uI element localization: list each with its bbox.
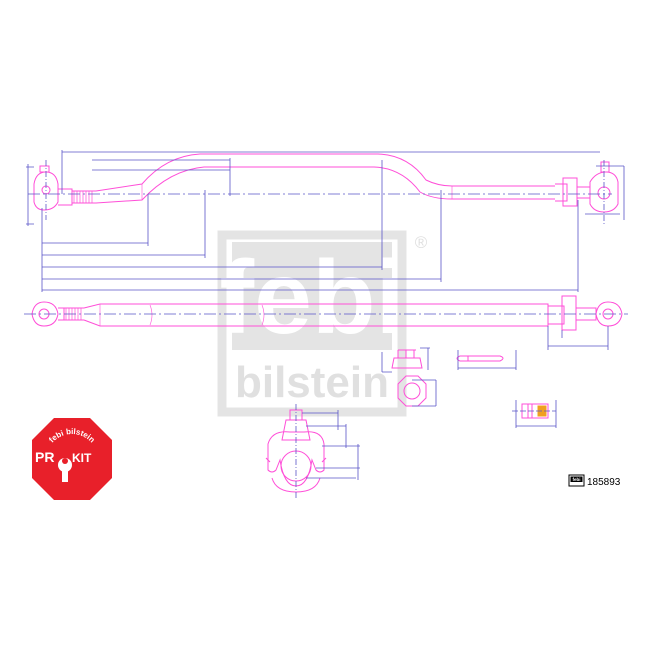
watermark-brand-bottom: bilstein — [235, 358, 389, 407]
cotter-pin-detail — [456, 355, 504, 362]
side-view-dimensions — [24, 313, 628, 350]
part-number-text: 185893 — [587, 477, 621, 488]
watermark-registered-mark: ® — [415, 233, 428, 252]
tie-rod-top-view — [33, 153, 619, 213]
prokit-badge: febi bilstein PR KIT — [32, 418, 112, 500]
ball-joint-dimensions — [295, 404, 360, 500]
febi-mini-logo-icon: febi — [568, 474, 585, 487]
febi-mini-logo-text: febi — [572, 477, 580, 482]
hex-nut-detail — [397, 375, 427, 407]
prokit-badge-kit-label: KIT — [72, 451, 92, 465]
prokit-badge-octagon — [32, 418, 112, 500]
febi-bilstein-watermark: febi bilstein ® — [217, 230, 428, 417]
part-number-label: febi 185893 — [568, 474, 621, 488]
cotter-pin-dimensions — [457, 350, 517, 370]
hex-nut-dimensions — [412, 379, 437, 407]
wrench-icon — [58, 458, 72, 482]
prokit-badge-pro-label: PR — [35, 449, 54, 465]
castle-nut-dimensions — [381, 347, 430, 373]
top-view-dimensions — [26, 150, 625, 292]
clamp-bolt-dimensions — [512, 400, 557, 428]
castle-nut-detail — [391, 349, 423, 369]
watermark-brand-top: febi — [220, 240, 405, 356]
